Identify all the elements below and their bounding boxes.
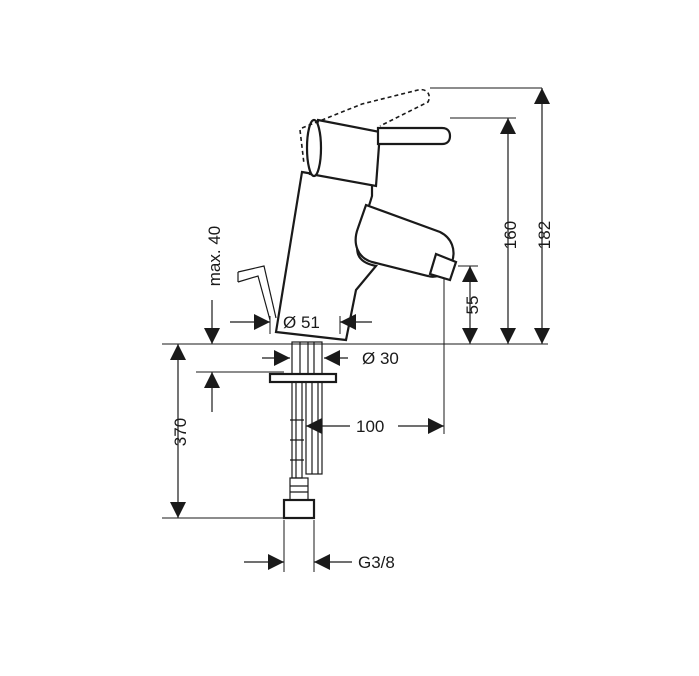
- dimension-100: 100: [306, 278, 445, 436]
- dimension-182: 182: [534, 88, 554, 344]
- dimension-max-40: max. 40: [196, 226, 284, 412]
- dimension-160: 160: [500, 118, 520, 344]
- dimension-d51: Ø 51: [230, 313, 372, 334]
- label-55: 55: [463, 296, 482, 315]
- label-160: 160: [501, 221, 520, 249]
- mounting-shank: [268, 341, 338, 520]
- label-100: 100: [356, 417, 384, 436]
- label-d30: Ø 30: [362, 349, 399, 368]
- dimension-d30: Ø 30: [262, 349, 399, 368]
- faucet-body: [274, 88, 458, 342]
- dimension-55: 55: [462, 266, 482, 344]
- label-max-40: max. 40: [205, 226, 224, 286]
- dimension-g38: G3/8: [244, 520, 395, 572]
- dimension-370: 370: [162, 343, 290, 519]
- label-370: 370: [171, 418, 190, 446]
- label-g38: G3/8: [358, 553, 395, 572]
- label-182: 182: [535, 221, 554, 249]
- pop-up-rod: [237, 265, 277, 321]
- label-d51: Ø 51: [283, 313, 320, 332]
